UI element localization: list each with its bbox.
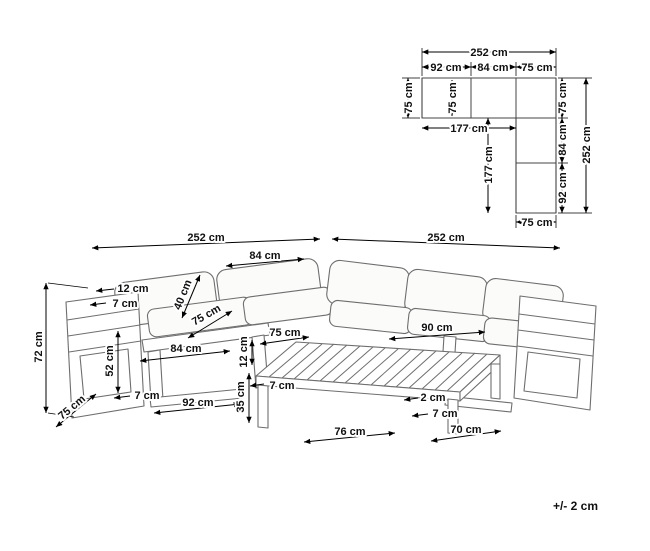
tolerance-note: +/- 2 cm: [553, 499, 598, 513]
plan-seg84-label: 84 cm: [477, 62, 508, 74]
sofa-right-total-label: 252 cm: [427, 232, 465, 244]
sofa-height72-label: 72 cm: [33, 331, 45, 362]
table-gap2-label: 2 cm: [420, 392, 445, 404]
sofa-right-armrest: [513, 295, 597, 411]
top-view-plan: 252 cm 92 cm 84 cm 75 cm 75 cm 75 cm 177…: [401, 45, 595, 231]
table-apron7-label: 7 cm: [269, 380, 294, 392]
plan-inner-height-label: 177 cm: [483, 146, 495, 184]
plan-right84-label: 84 cm: [557, 124, 569, 155]
sofa-module84-label: 84 cm: [249, 250, 280, 262]
table-slats: [268, 342, 488, 392]
sofa-base92-label: 92 cm: [182, 397, 213, 409]
table-base76-label: 76 cm: [334, 426, 365, 438]
table-top75-label: 75 cm: [269, 327, 300, 339]
plan-right92-label: 92 cm: [557, 172, 569, 203]
sofa-arm52-label: 52 cm: [104, 345, 116, 376]
table-thick12-label: 12 cm: [238, 336, 250, 367]
sofa-left-total-label: 252 cm: [187, 232, 225, 244]
plan-total-height-label: 252 cm: [581, 126, 593, 164]
coffee-table: [255, 341, 501, 435]
plan-inner-width-label: 177 cm: [450, 123, 488, 135]
plan-outline: [421, 77, 557, 214]
plan-seg75-label: 75 cm: [521, 62, 552, 74]
table-base7-label: 7 cm: [432, 408, 457, 420]
plan-total-width-label: 252 cm: [470, 47, 508, 59]
table-leg35-label: 35 cm: [235, 381, 247, 412]
plan-dimension-lines: [405, 49, 589, 225]
plan-right75-label: 75 cm: [557, 82, 569, 113]
plan-bottom75-label: 75 cm: [521, 217, 552, 229]
table-length90-label: 90 cm: [421, 322, 452, 334]
sofa-cushion12-label: 12 cm: [117, 283, 148, 295]
sofa-edge7b-label: 7 cm: [134, 390, 159, 402]
plan-seg92-label: 92 cm: [430, 62, 461, 74]
table-legs: [257, 363, 501, 435]
plan-depth-left-label: 75 cm: [403, 82, 415, 113]
table-base70-label: 70 cm: [450, 424, 481, 436]
plan-depth-inner-label: 75 cm: [447, 82, 459, 113]
main-dimension-lines: [43, 236, 561, 445]
sofa-seat84-label: 84 cm: [170, 343, 201, 355]
sofa-edge7a-label: 7 cm: [112, 298, 137, 310]
